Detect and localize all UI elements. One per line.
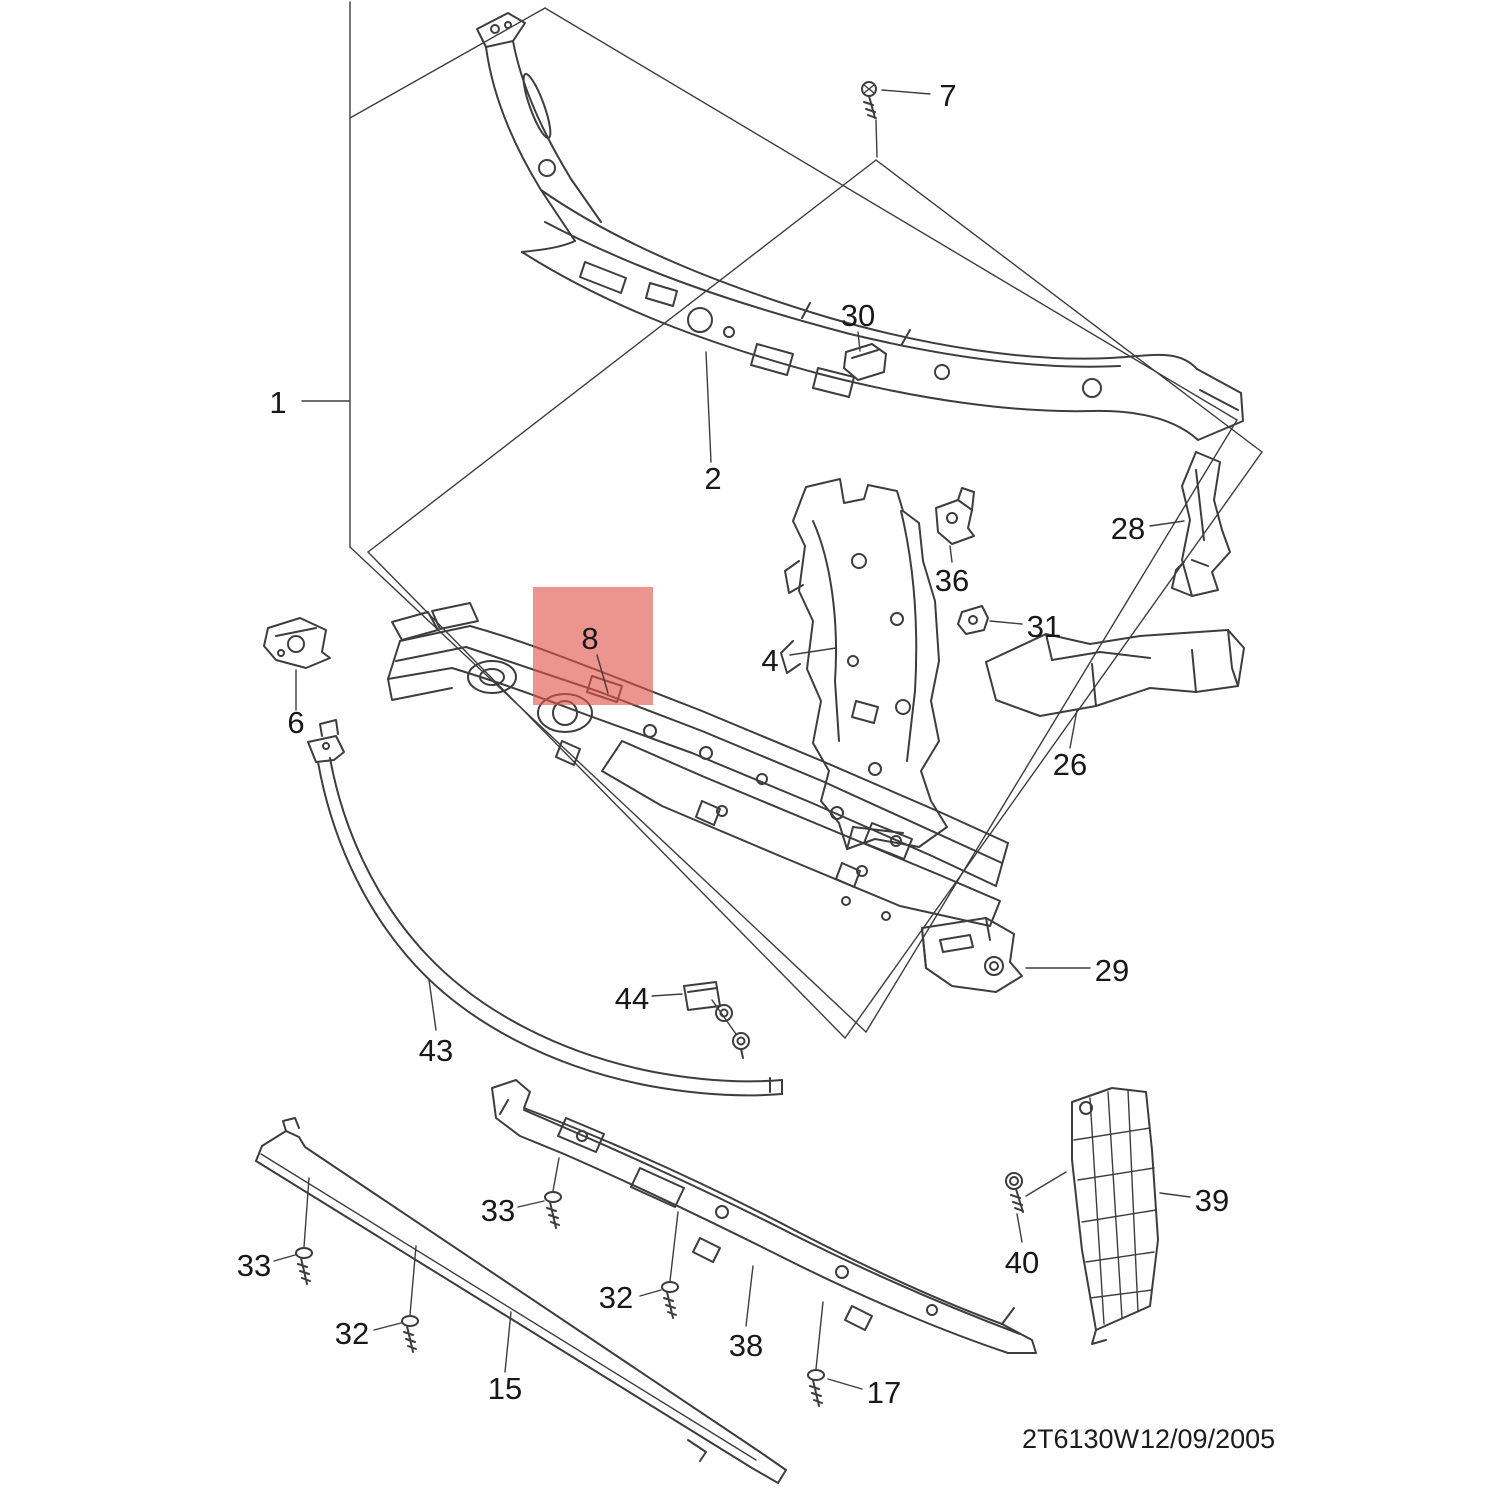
callout-4: 4 (761, 643, 778, 678)
callout-32-lower: 32 (335, 1316, 369, 1351)
mounting-hole (687, 307, 713, 333)
callout-40: 40 (1005, 1245, 1039, 1280)
callout-30: 30 (841, 298, 875, 333)
nut-icon (715, 1004, 733, 1022)
part-29-bracket (921, 917, 1023, 993)
part-28-bracket (1171, 451, 1231, 597)
callout-15: 15 (488, 1371, 522, 1406)
diagram-code: 2T6130W (1022, 1424, 1140, 1454)
callout-36: 36 (935, 563, 969, 598)
screw-32-lower-icon (401, 1315, 419, 1353)
screw-33-upper-icon (544, 1191, 562, 1229)
arm-slot (522, 72, 552, 140)
screw-33-lower-icon (295, 1247, 313, 1285)
callout-labels: 1 2 4 6 7 8 15 17 26 28 29 30 31 32 32 3… (237, 78, 1229, 1410)
callout-33-upper: 33 (481, 1193, 515, 1228)
mounting-hole (538, 159, 556, 177)
part-6-bracket (263, 617, 331, 669)
callout-31: 31 (1027, 609, 1061, 644)
callout-8: 8 (581, 621, 598, 656)
part-8-lower-crossmember (387, 602, 1009, 927)
part-15-strip (255, 1117, 787, 1484)
bolt-40-icon (1005, 1172, 1024, 1213)
callout-44: 44 (615, 981, 649, 1016)
callout-29: 29 (1095, 953, 1129, 988)
part-4-center-support (780, 478, 948, 850)
part-43-tube (307, 719, 783, 1097)
callout-26: 26 (1053, 747, 1087, 782)
footer: 2T6130W 12/09/2005 (1022, 1424, 1275, 1454)
screw-7-icon (861, 81, 877, 119)
callout-2: 2 (704, 461, 721, 496)
callout-17: 17 (867, 1375, 901, 1410)
callout-32-upper: 32 (599, 1280, 633, 1315)
callout-33-lower: 33 (237, 1248, 271, 1283)
callout-28: 28 (1111, 511, 1145, 546)
part-31-clip (957, 605, 989, 635)
part-44-fastener-set (683, 981, 750, 1059)
callout-leader-lines (273, 89, 1191, 1390)
mounting-hole (287, 635, 305, 653)
mounting-hole (984, 956, 1004, 976)
part-39-grid-panel (1071, 1087, 1159, 1345)
callout-1: 1 (269, 385, 286, 420)
callout-39: 39 (1195, 1183, 1229, 1218)
screw-32-upper-icon (661, 1281, 679, 1319)
callout-6: 6 (287, 705, 304, 740)
tow-hook-hole (467, 660, 517, 694)
part-38-deflector (491, 1079, 1037, 1354)
diagram-date: 12/09/2005 (1140, 1424, 1275, 1454)
callout-7: 7 (939, 78, 956, 113)
callout-43: 43 (419, 1033, 453, 1068)
nut-icon (732, 1032, 750, 1050)
callout-38: 38 (729, 1328, 763, 1363)
part-30-bracket (843, 343, 887, 381)
mounting-hole (851, 553, 867, 569)
screw-17-icon (807, 1369, 825, 1407)
part-36-bracket (935, 487, 975, 545)
part-2-upper-crossmember (476, 12, 1244, 441)
highlight-box[interactable] (533, 587, 653, 705)
part-26-rail (985, 629, 1245, 717)
